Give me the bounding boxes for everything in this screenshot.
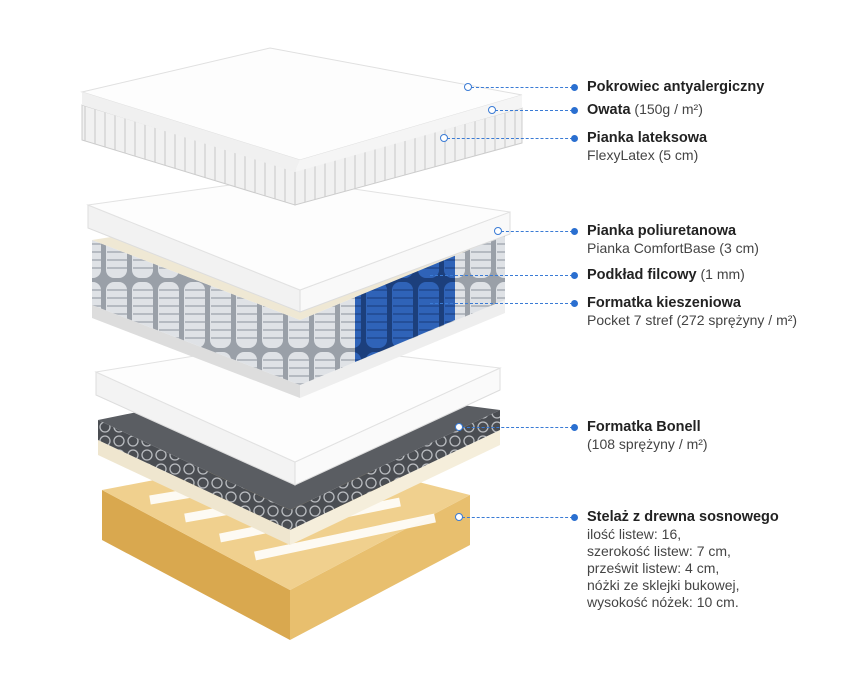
callout-title: Owata <box>587 102 631 118</box>
callout-dot <box>571 135 578 142</box>
callout-suffix: (1 mm) <box>696 266 745 282</box>
callout-pu-foam: Pianka poliuretanowa Pianka ComfortBase … <box>587 222 759 257</box>
callout-sub: Pocket 7 stref (272 sprężyny / m²) <box>587 312 798 328</box>
callout-sub: szerokość listew: 7 cm, <box>587 543 731 559</box>
callout-sub: wysokość nóżek: 10 cm. <box>587 594 739 610</box>
leader-line <box>430 275 573 276</box>
leader-line <box>501 231 573 232</box>
callout-dot <box>571 424 578 431</box>
callout-pocket: Formatka kieszeniowa Pocket 7 stref (272… <box>587 294 797 329</box>
callout-title: Pianka poliuretanowa <box>587 223 737 239</box>
callout-title: Podkład filcowy <box>587 267 697 283</box>
callout-title: Formatka Bonell <box>587 419 701 435</box>
top-pad-layer <box>80 47 523 206</box>
callout-felt: Podkład filcowy (1 mm) <box>587 266 745 284</box>
callout-wadding: Owata (150g / m²) <box>587 101 703 119</box>
callout-sub: FlexyLatex (5 cm) <box>587 147 699 163</box>
leader-line <box>430 303 573 304</box>
callout-cover: Pokrowiec antyalergiczny <box>587 78 764 96</box>
leader-line <box>447 138 573 139</box>
leader-line <box>462 427 573 428</box>
callout-latex-foam: Pianka lateksowa FlexyLatex (5 cm) <box>587 129 707 164</box>
pocket-spring-layer <box>86 177 511 398</box>
callout-sub: nóżki ze sklejki bukowej, <box>587 577 740 593</box>
callout-dot <box>571 107 578 114</box>
callout-title: Pokrowiec antyalergiczny <box>587 79 765 95</box>
callout-sub: Pianka ComfortBase (3 cm) <box>587 240 759 256</box>
callout-sub: ilość listew: 16, <box>587 526 682 542</box>
callout-sub: (108 sprężyny / m²) <box>587 436 708 452</box>
callout-bonell: Formatka Bonell (108 sprężyny / m²) <box>587 418 708 453</box>
callout-dot <box>571 300 578 307</box>
callout-frame: Stelaż z drewna sosnowego ilość listew: … <box>587 508 779 611</box>
callout-suffix: (150g / m²) <box>630 101 703 117</box>
bonell-layer <box>94 341 502 545</box>
callout-title: Pianka lateksowa <box>587 130 708 146</box>
callout-title: Formatka kieszeniowa <box>587 295 741 311</box>
callout-dot <box>571 84 578 91</box>
callout-sub: prześwit listew: 4 cm, <box>587 560 720 576</box>
leader-line <box>495 110 573 111</box>
leader-line <box>462 517 573 518</box>
leader-line <box>471 87 573 88</box>
callout-title: Stelaż z drewna sosnowego <box>587 509 779 525</box>
callout-dot <box>571 228 578 235</box>
callout-dot <box>571 514 578 521</box>
callout-dot <box>571 272 578 279</box>
